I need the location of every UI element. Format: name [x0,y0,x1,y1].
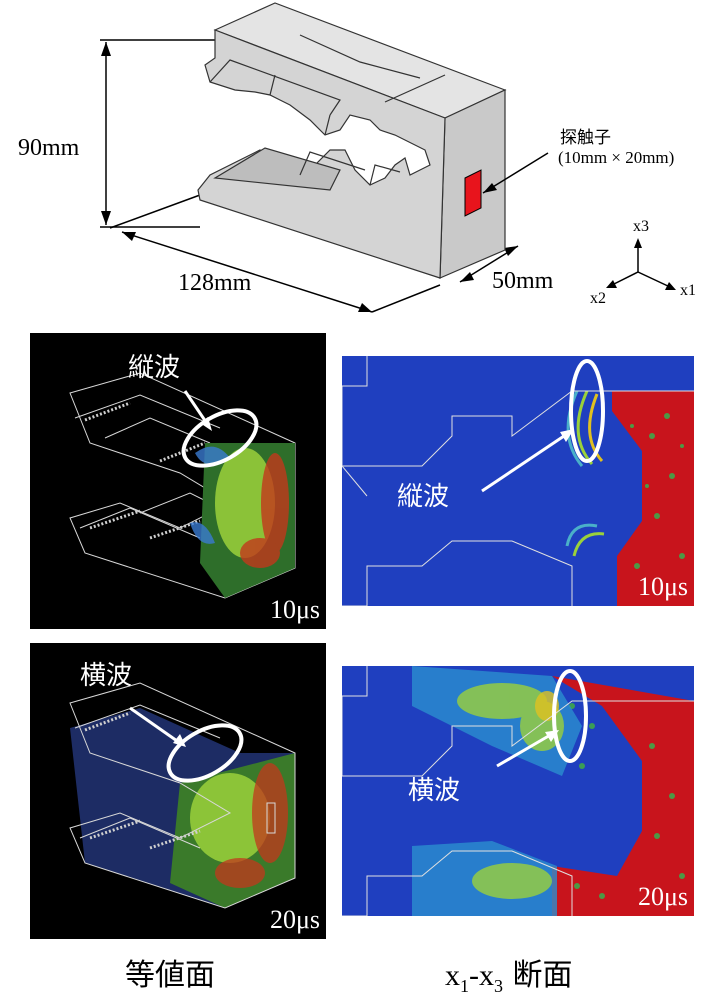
probe-transducer [464,169,482,217]
probe-label: 探触子 [560,128,611,148]
section-panel-10us: 縦波 10μs [342,356,694,606]
width-dimension-label: 50mm [492,268,554,294]
height-dimension-label: 90mm [18,135,80,161]
wave-label: 横波 [408,776,461,806]
probe-size-label: (10mm × 20mm) [558,148,675,167]
wave-label: 縦波 [128,353,181,383]
wave-label: 縦波 [397,482,450,512]
axis-x1-label: x1 [680,282,696,299]
axis-x2-label: x2 [590,290,606,307]
caption-isosurface: 等値面 [125,958,215,993]
block-diagram [100,2,676,313]
time-label: 10μs [637,572,688,601]
coordinate-axes [611,244,671,288]
length-dimension-label: 128mm [178,270,252,296]
time-label: 10μs [269,595,320,624]
caption-cross-section: x1-x3 断面 [445,958,573,996]
axis-x3-label: x3 [633,218,649,235]
section-panel-20us: 横波 20μs [342,666,694,916]
block-body [197,2,507,279]
time-label: 20μs [269,905,320,934]
time-label: 20μs [637,882,688,911]
wave-label: 横波 [80,661,133,691]
isosurface-panel-10us: 縦波 10μs [30,333,326,629]
isosurface-panel-20us: 横波 20μs [30,643,326,939]
dimension-arrowheads [101,42,518,312]
